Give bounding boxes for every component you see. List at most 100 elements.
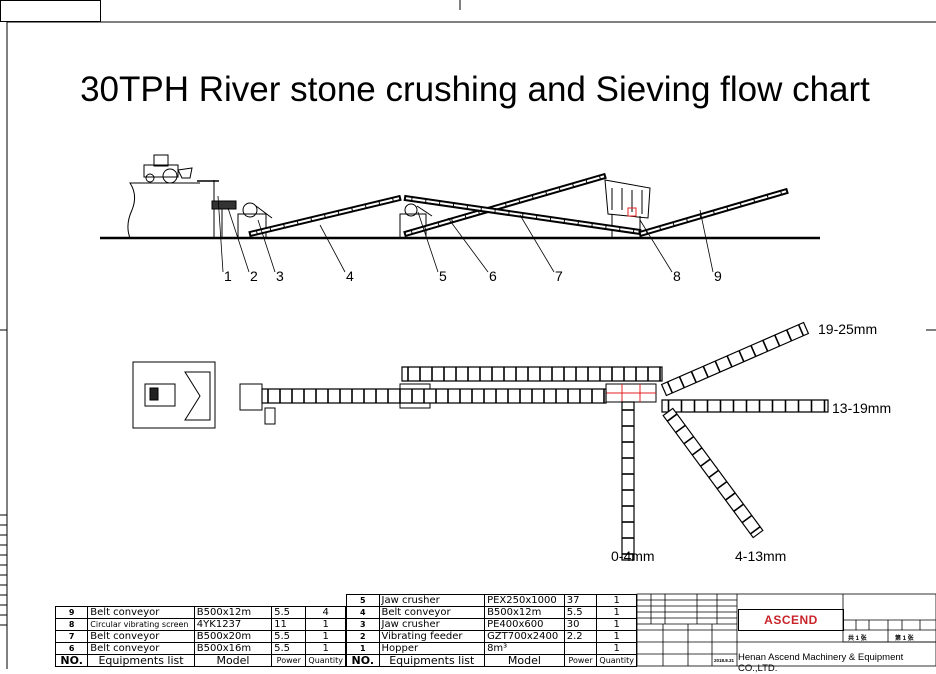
callout-number: 8 (673, 268, 681, 284)
cell-power: Power (271, 654, 307, 667)
output-label-0-4: 0-4mm (611, 548, 655, 564)
callout-leader (319, 224, 346, 273)
drawing-date: 2018.8.31 (714, 658, 735, 663)
cell-name: Jaw crusher (378, 594, 486, 607)
callout-leader (447, 217, 489, 273)
cell-power: 5.5 (271, 630, 307, 643)
cell-no: 4 (346, 606, 380, 619)
cell-power: 30 (563, 618, 598, 631)
plan-return-conveyor (401, 366, 663, 382)
cell-model: B500x20m (193, 630, 273, 643)
page-title: 30TPH River stone crushing and Sieving f… (80, 70, 870, 109)
cell-qty: 1 (596, 606, 637, 619)
cell-no: 5 (346, 594, 380, 607)
sheets-total: 共 1 张 (848, 636, 867, 642)
cell-name: Hopper (378, 642, 486, 655)
cell-qty: Quantity (596, 654, 637, 667)
belt-conveyor-9 (638, 187, 789, 238)
cell-qty: 1 (305, 642, 346, 655)
plan-main-conveyor (261, 388, 607, 404)
belt-conveyor-7 (403, 194, 642, 236)
cell-model: B500x12m (484, 606, 565, 619)
cell-power (563, 642, 598, 655)
callout-number: 4 (346, 268, 354, 284)
side-elevation-view (100, 154, 820, 273)
callout-leader (519, 214, 555, 273)
cell-name: Belt conveyor (87, 606, 195, 619)
cell-name: Belt conveyor (378, 606, 486, 619)
output-label-13-19: 13-19mm (832, 400, 892, 416)
cell-no: 3 (346, 618, 380, 631)
callout-leader (257, 219, 276, 273)
cliff (127, 182, 200, 239)
cell-model: B500x16m (193, 642, 273, 655)
callout-leader (217, 195, 224, 273)
callout-leader (417, 211, 439, 273)
callout-leader (699, 209, 714, 273)
cell-qty: 1 (596, 642, 637, 655)
cell-no: 1 (346, 642, 380, 655)
cell-name: Vibrating feeder (378, 630, 486, 643)
output-label-4-13: 4-13mm (735, 548, 787, 564)
cell-no: 2 (346, 630, 380, 643)
cell-power: 5.5 (271, 642, 307, 655)
callout-leader (227, 207, 250, 273)
callout-number: 3 (276, 268, 284, 284)
sheet-number: 第 1 张 (895, 636, 914, 642)
cell-power: 5.5 (563, 606, 598, 619)
cell-no: 7 (54, 630, 89, 643)
primary-crusher-plan (239, 383, 263, 411)
cell-power: 5.5 (271, 606, 307, 619)
cell-qty: 1 (596, 594, 637, 607)
cell-name: Circular vibrating screen (87, 618, 195, 631)
cell-name: Belt conveyor (87, 630, 195, 643)
cell-model: B500x12m (193, 606, 273, 619)
cell-power: 11 (271, 618, 307, 631)
vibrating-screen (604, 179, 651, 238)
cell-no: NO. (54, 654, 89, 667)
cell-model: PE400x600 (484, 618, 565, 631)
cell-model: 4YK1237 (193, 618, 273, 631)
cell-qty: 1 (305, 630, 346, 643)
cell-name: Jaw crusher (378, 618, 486, 631)
cell-model: GZT700x2400 (484, 630, 565, 643)
cell-no: NO. (346, 654, 380, 667)
company-name: Henan Ascend Machinery & Equipment CO.,L… (738, 652, 904, 674)
cell-model: Model (193, 654, 273, 667)
cell-qty: Quantity (305, 654, 346, 667)
loader-tractor-icon (143, 154, 193, 184)
plan-conveyor-4-13 (662, 407, 764, 539)
cell-qty: 1 (596, 618, 637, 631)
plan-view (132, 321, 829, 561)
plan-conveyor-13-19 (661, 399, 829, 413)
callout-number: 7 (555, 268, 563, 284)
loading-area (132, 361, 216, 429)
cell-qty: 1 (305, 618, 346, 631)
callout-leader (639, 219, 673, 273)
cell-name: Equipments list (87, 654, 195, 667)
output-label-19-25: 19-25mm (818, 321, 878, 337)
plan-conveyor-0-4 (621, 401, 635, 561)
cell-name: Equipments list (378, 654, 486, 667)
cell-qty: 4 (305, 606, 346, 619)
callout-number: 2 (250, 268, 258, 284)
cell-no: 6 (54, 642, 89, 655)
cell-power: 2.2 (563, 630, 598, 643)
cell-power: Power (563, 654, 598, 667)
callout-number: 6 (489, 268, 497, 284)
ascend-logo: ASCEND (738, 609, 844, 631)
callout-number: 1 (224, 268, 232, 284)
